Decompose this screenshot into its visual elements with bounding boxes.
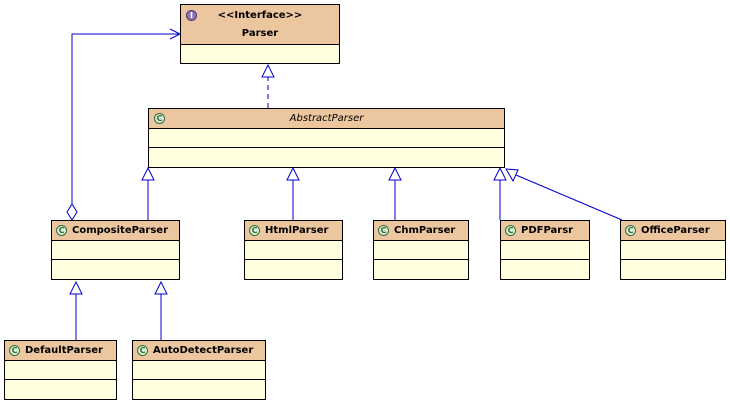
office-parser-operations [621,260,725,279]
parser-interface-box[interactable]: I <<Interface>> Parser [180,4,340,64]
office-parser-box[interactable]: C OfficeParser [620,220,726,280]
pdf-parser-box[interactable]: C PDFParsr [500,220,590,280]
default-parser-header: C DefaultParser [5,341,116,361]
html-parser-header: C HtmlParser [245,221,342,241]
html-parser-attributes [245,241,342,260]
class-icon: C [137,345,148,356]
autodetect-parser-attributes [133,361,265,380]
default-parser-attributes [5,361,116,380]
generalization-chm-arrowhead [388,166,402,181]
class-icon: C [249,225,260,236]
class-icon: C [378,225,389,236]
generalization-office-line [515,174,623,221]
composite-parser-name: CompositeParser [72,225,169,236]
abstract-parser-box[interactable]: C AbstractParser [148,108,505,168]
parser-interface-header: I <<Interface>> Parser [181,5,339,45]
class-icon: C [625,225,636,236]
class-icon: C [505,225,516,236]
autodetect-parser-name: AutoDetectParser [153,345,254,356]
abstract-parser-name: AbstractParser [289,113,364,124]
default-parser-box[interactable]: C DefaultParser [4,340,117,400]
html-parser-name: HtmlParser [265,225,329,236]
aggregation-diamond [66,203,78,221]
autodetect-parser-box[interactable]: C AutoDetectParser [132,340,266,400]
chm-parser-name: ChmParser [394,225,456,236]
class-icon: C [56,225,67,236]
aggregation-line [71,33,180,204]
composite-parser-operations [52,260,179,279]
abstract-parser-operations [149,148,504,167]
generalization-autodetect-arrowhead [154,280,168,295]
parser-interface-section [181,45,339,63]
generalization-office-arrowhead [505,168,519,183]
interface-icon: I [186,10,197,21]
office-parser-name: OfficeParser [641,225,710,236]
pdf-parser-attributes [501,241,589,260]
interface-stereotype: <<Interface>> [217,10,303,21]
autodetect-parser-operations [133,380,265,399]
generalization-composite-arrowhead [141,166,155,181]
composite-parser-box[interactable]: C CompositeParser [51,220,180,280]
default-parser-name: DefaultParser [25,345,103,356]
default-parser-operations [5,380,116,399]
composite-parser-header: C CompositeParser [52,221,179,241]
chm-parser-header: C ChmParser [374,221,468,241]
abstract-parser-attributes [149,129,504,148]
office-parser-attributes [621,241,725,260]
html-parser-operations [245,260,342,279]
chm-parser-operations [374,260,468,279]
autodetect-parser-header: C AutoDetectParser [133,341,265,361]
realization-arrowhead [261,63,275,78]
generalization-default-arrowhead [69,280,83,295]
pdf-parser-operations [501,260,589,279]
composite-parser-attributes [52,241,179,260]
office-parser-header: C OfficeParser [621,221,725,241]
chm-parser-attributes [374,241,468,260]
generalization-html-arrowhead [286,166,300,181]
generalization-pdf-arrowhead [493,166,507,181]
html-parser-box[interactable]: C HtmlParser [244,220,343,280]
chm-parser-box[interactable]: C ChmParser [373,220,469,280]
class-icon: C [154,113,165,124]
pdf-parser-header: C PDFParsr [501,221,589,241]
abstract-parser-header: C AbstractParser [149,109,504,129]
class-icon: C [9,345,20,356]
pdf-parser-name: PDFParsr [521,225,574,236]
interface-name: Parser [241,28,279,39]
